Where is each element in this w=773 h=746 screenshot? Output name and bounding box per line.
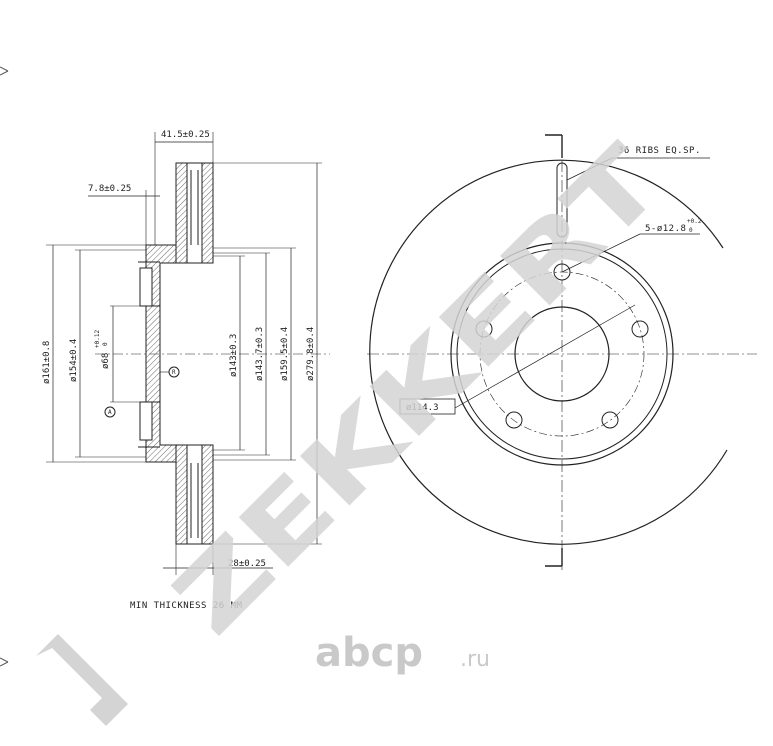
svg-text:.ru: .ru: [460, 647, 490, 672]
pcd-label: ø114.3: [406, 403, 439, 413]
front-view: [367, 134, 757, 570]
min-thickness-note: MIN THICKNESS 26 MM: [130, 601, 243, 611]
datum-r-label: R: [172, 369, 176, 376]
bolt-hole-4: [505, 411, 523, 429]
holes-note: 5-ø12.8: [645, 224, 686, 234]
bolt-hole-2: [631, 320, 649, 338]
holes-tol-upper: +0.2: [687, 218, 702, 225]
watermark-chevron-icon: [36, 634, 128, 726]
dim-d279-8: ø279.8±0.4: [306, 327, 316, 381]
dim-hat-offset: 7.8±0.25: [88, 184, 131, 194]
front-view-labels: 36 RIBS EQ.SP. 5-ø12.8 +0.2 0 ø114.3: [406, 146, 702, 413]
datum-a-label: A: [108, 409, 112, 416]
rotor-plate-outer-lower: [175, 444, 188, 545]
brand-watermark: ZEKKERT: [152, 125, 684, 657]
dim-thickness: 28±0.25: [228, 559, 266, 569]
dim-d159-5: ø159.5±0.4: [280, 327, 290, 381]
dim-d68-tol-lower: 0: [102, 342, 109, 346]
pcd-label-box: [399, 398, 456, 415]
page-edge-marks: [0, 66, 9, 667]
datum-a-marker: [104, 406, 116, 418]
rotor-plate-outer-upper: [175, 162, 188, 264]
dim-d154: ø154±0.4: [69, 339, 79, 382]
dim-d161: ø161±0.8: [42, 341, 52, 384]
rotor-plate-inner-upper: [201, 162, 214, 264]
dim-d68: ø68: [101, 353, 111, 369]
side-view-labels: 41.5±0.25 7.8±0.25 28±0.25 ø161±0.8 ø154…: [42, 130, 316, 611]
bolt-hole-3: [601, 411, 619, 429]
side-section-view: [46, 132, 330, 575]
ribs-note: 36 RIBS EQ.SP.: [618, 146, 701, 156]
dim-d68-tol-upper: +0.12: [94, 330, 101, 348]
bolt-hole-5: [475, 320, 493, 338]
disc-outer-edge: [369, 159, 728, 545]
holes-tol-lower: 0: [689, 227, 693, 234]
svg-text:abcp: abcp: [315, 630, 423, 676]
dim-d143: ø143±0.3: [229, 334, 239, 377]
svg-text:ZEKKERT: ZEKKERT: [152, 125, 684, 657]
dim-overall-width: 41.5±0.25: [161, 130, 210, 140]
abcp-logo: abcp .ru: [315, 630, 490, 676]
dim-d143-7: ø143.7±0.3: [255, 327, 265, 381]
